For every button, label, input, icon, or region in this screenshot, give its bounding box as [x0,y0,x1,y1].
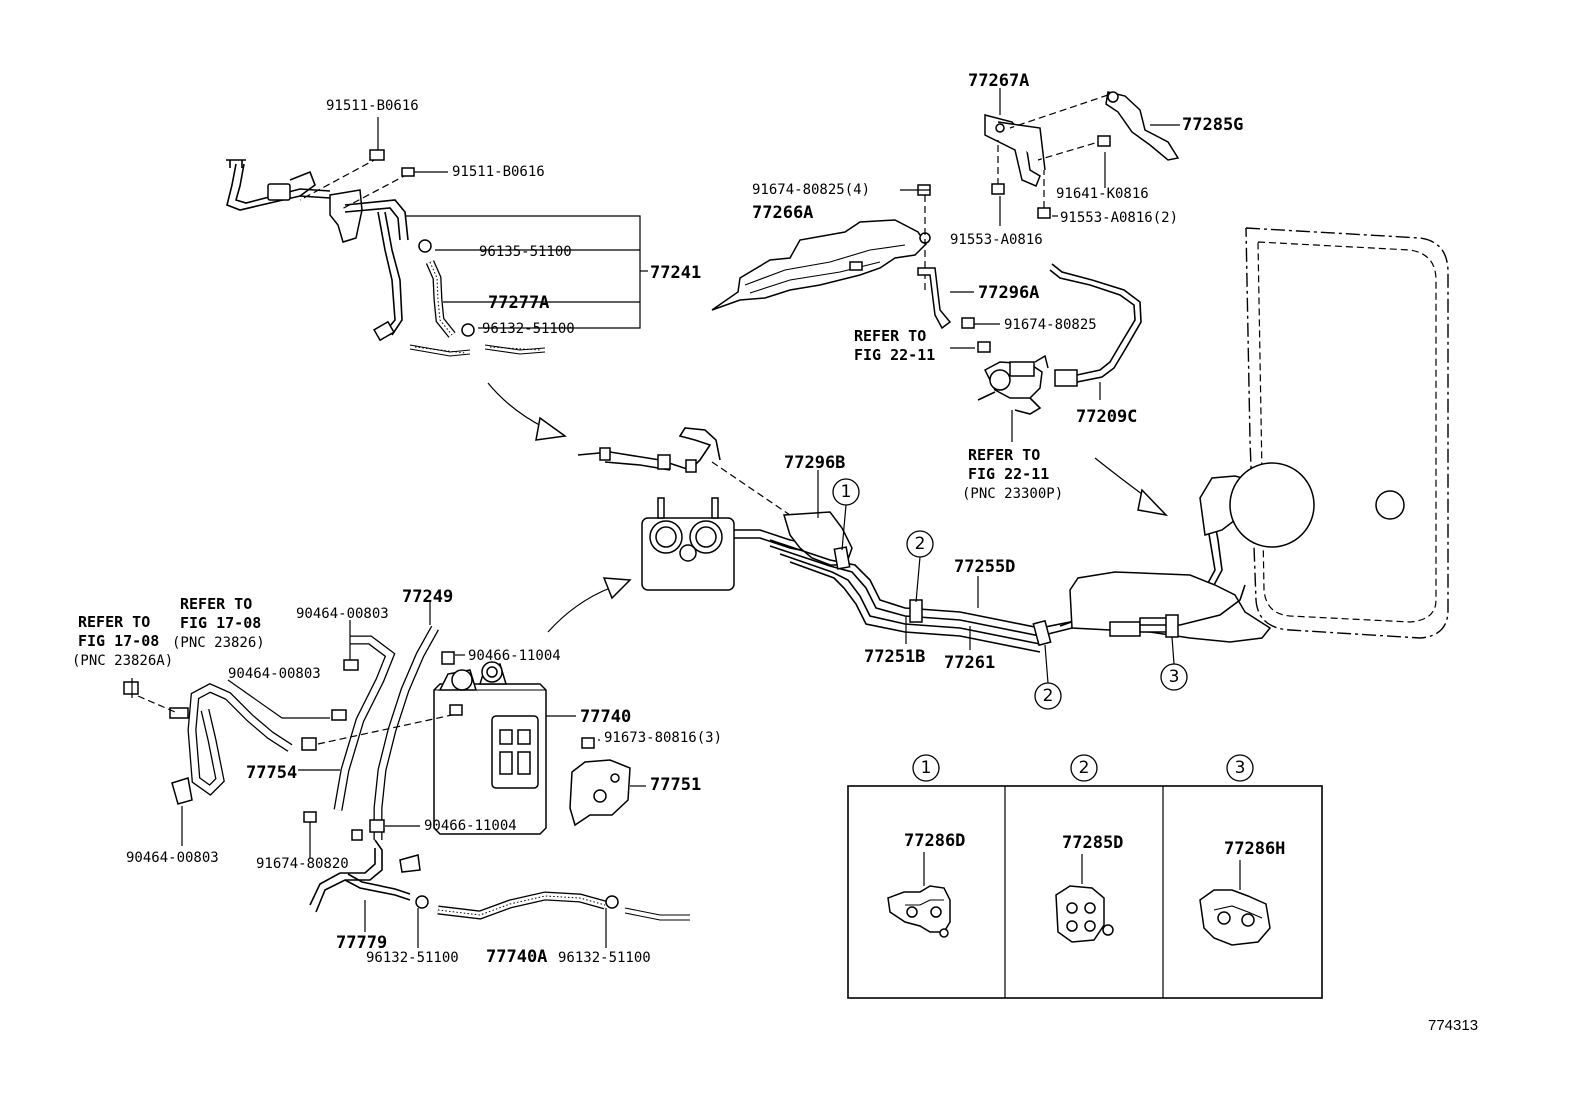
callout-2-top: 2 [906,530,934,603]
svg-text:2: 2 [915,534,926,554]
clamp-table-header-3: 3 [1226,754,1254,782]
label-91553-a0816: 91553-A0816 [950,232,1043,248]
leaders-top-left [377,117,648,329]
label-77751: 77751 [650,775,701,795]
label-77285g: 77285G [1182,115,1243,135]
ref-fig-22-11-a-line1: REFER TO [854,327,926,345]
svg-text:3: 3 [1235,758,1246,778]
ref-fig-22-11-b-line3: (PNC 23300P) [962,486,1063,502]
ref-fig-17-08-a-line2: FIG 17-08 [78,632,159,650]
callout-2-bottom: 2 [1034,644,1062,710]
label-77267a: 77267A [968,71,1029,91]
hose-77754 [187,635,396,811]
leaders-center [817,470,979,650]
clamp-77285d-drawing [1055,885,1114,943]
label-96135-51100: 96135-51100 [479,244,572,260]
leaders-bottom-left [131,600,646,948]
bracket-77267a [984,114,1046,187]
small-clamps-bottom-left [123,651,455,833]
label-77251b: 77251B [864,647,925,667]
ref-fig-22-11-b-line2: FIG 22-11 [968,465,1049,483]
label-91641-k0816: 91641-K0816 [1056,186,1149,202]
fuel-tank-outline [1229,227,1449,639]
label-77779: 77779 [336,933,387,953]
vsv-valve-assembly [961,263,1142,415]
tube-77779 [303,811,421,913]
svg-text:1: 1 [841,482,852,502]
label-91674-80825-4: 91674-80825(4) [752,182,870,198]
charcoal-canister-77740 [433,661,547,835]
diagram-reference-id: 774313 [1428,1017,1478,1034]
label-77740: 77740 [580,707,631,727]
bracket-77751 [569,737,631,827]
ref-fig-22-11-b-line1: REFER TO [968,446,1040,464]
heat-shield-77266a [711,184,931,311]
ref-fig-17-08-a-line3: (PNC 23826A) [72,653,173,669]
svg-text:2: 2 [1079,758,1090,778]
label-77209c: 77209C [1076,407,1137,427]
clamp-table-header-1: 1 [912,754,940,782]
label-91674-80825: 91674-80825 [1004,317,1097,333]
label-77241: 77241 [650,263,701,283]
bracket-77285g [991,91,1180,219]
hose-77740a [415,891,690,921]
ref-fig-22-11-a-line2: FIG 22-11 [854,346,935,364]
leaders-top-right [900,88,1180,442]
label-96132-51100-b1: 96132-51100 [366,950,459,966]
upper-tube-connector [577,427,791,516]
label-90464-00803-c: 90464-00803 [126,850,219,866]
svg-text:2: 2 [1043,686,1054,706]
label-90466-11004-a: 90466-11004 [468,648,561,664]
clamp-77286d-drawing [887,885,951,938]
label-77255d: 77255D [954,557,1015,577]
label-77285d: 77285D [1062,833,1123,853]
label-77261: 77261 [944,653,995,673]
label-77286h: 77286H [1224,839,1285,859]
label-91511-b0616-a: 91511-B0616 [326,98,419,114]
label-77286d: 77286D [904,831,965,851]
label-91673-80816-3: 91673-80816(3) [604,730,722,746]
label-77754: 77754 [246,763,297,783]
label-91674-80820: 91674-80820 [256,856,349,872]
label-90464-00803-a: 90464-00803 [296,606,389,622]
ref-fig-17-08-a-line1: REFER TO [78,613,150,631]
clamp-table-header-2: 2 [1070,754,1098,782]
callout-1: 1 [832,478,860,551]
label-77249: 77249 [402,587,453,607]
clamp-table: 1 2 3 77286D 77285D 77286H [847,754,1323,999]
label-90464-00803-b: 90464-00803 [228,666,321,682]
label-90466-11004-b: 90466-11004 [424,818,517,834]
callout-3: 3 [1160,636,1188,691]
svg-text:1: 1 [921,758,932,778]
ref-fig-17-08-b-line2: FIG 17-08 [180,614,261,632]
label-91553-a0816-2: 91553-A0816(2) [1060,210,1178,226]
label-96132-51100-top: 96132-51100 [482,321,575,337]
svg-text:3: 3 [1169,667,1180,687]
label-77296a: 77296A [978,283,1039,303]
label-96132-51100-b2: 96132-51100 [558,950,651,966]
bracket-77296a [917,267,952,330]
label-77740a: 77740A [486,947,547,967]
hose-77249 [373,625,439,840]
clamp-77286h-drawing [1199,889,1271,946]
label-91511-b0616-b: 91511-B0616 [452,164,545,180]
direction-arrows [487,382,1169,633]
ref-fig-17-08-b-line3: (PNC 23826) [172,635,265,651]
canister-top-view [641,497,841,591]
vapor-tube-assembly-77241 [226,149,546,357]
ref-fig-17-08-b-line1: REFER TO [180,595,252,613]
label-77266a: 77266A [752,203,813,223]
label-77296b: 77296B [784,453,845,473]
label-77277a: 77277A [488,293,549,313]
